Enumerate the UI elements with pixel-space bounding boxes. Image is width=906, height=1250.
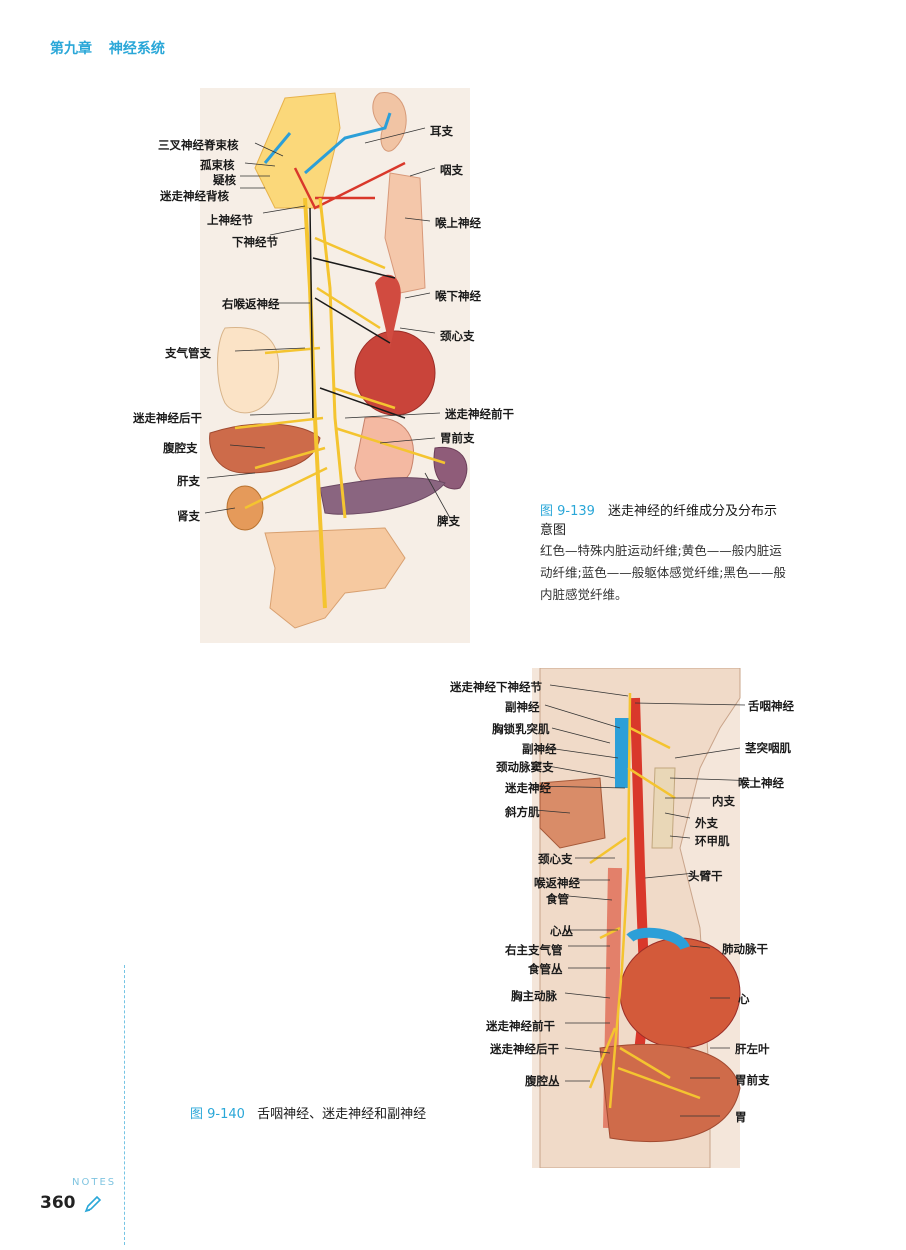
label-trigeminal-spinal-nucleus: 三叉神经脊束核	[158, 138, 239, 152]
label-recurrent-laryngeal: 喉返神经	[534, 876, 580, 890]
label-bronchial-branch: 支气管支	[165, 346, 211, 360]
page-number: 360	[40, 1193, 76, 1213]
label-anterior-gastric-branch: 胃前支	[440, 431, 475, 445]
label-cervical-cardiac-branch: 颈心支	[440, 329, 475, 343]
label-dorsal-vagal-nucleus: 迷走神经背核	[160, 189, 229, 203]
label-sternocleidomastoid: 胸锁乳突肌	[492, 722, 550, 736]
label-carotid-sinus-branch: 颈动脉窦支	[496, 760, 554, 774]
label-esophageal-plexus: 食管丛	[528, 962, 563, 976]
label-esophagus: 食管	[546, 892, 569, 906]
label-cricothyroid: 环甲肌	[695, 834, 730, 848]
figure-139-description: 红色—特殊内脏运动纤维;黄色——般内脏运动纤维;蓝色——般躯体感觉纤维;黑色——…	[540, 543, 786, 602]
label-inferior-ganglion: 下神经节	[232, 235, 278, 249]
label-inferior-vagal-ganglion: 迷走神经下神经节	[450, 680, 542, 694]
label-superior-laryngeal: 喉上神经	[435, 216, 481, 230]
label-trapezius: 斜方肌	[505, 805, 540, 819]
label-vagus-nerve: 迷走神经	[505, 781, 551, 795]
label-superior-laryngeal-2: 喉上神经	[738, 776, 784, 790]
figure-140-caption: 图 9-140 舌咽神经、迷走神经和副神经	[190, 1103, 426, 1122]
label-heart: 心	[738, 992, 750, 1006]
figure-139-illustration	[204, 92, 468, 629]
label-anterior-vagal-trunk-2: 迷走神经前干	[486, 1019, 555, 1033]
label-accessory-nerve-lower: 副神经	[522, 742, 557, 756]
figure-140-title: 舌咽神经、迷走神经和副神经	[257, 1107, 427, 1122]
label-celiac-plexus: 腹腔丛	[525, 1074, 560, 1088]
label-hepatic-branch: 肝支	[177, 474, 200, 488]
label-inferior-laryngeal: 喉下神经	[435, 289, 481, 303]
label-brachiocephalic-trunk: 头臂干	[688, 869, 723, 883]
label-glossopharyngeal: 舌咽神经	[748, 699, 794, 713]
pen-icon	[84, 1195, 102, 1213]
figure-139-caption: 图 9-139 迷走神经的纤维成分及分布示意图 红色—特殊内脏运动纤维;黄色——…	[540, 500, 790, 606]
label-ambiguus-nucleus: 疑核	[213, 173, 236, 187]
label-cervical-cardiac-branch-2: 颈心支	[538, 852, 573, 866]
label-stylopharyngeus: 茎突咽肌	[745, 741, 791, 755]
label-anterior-gastric-branch-2: 胃前支	[735, 1073, 770, 1087]
label-superior-ganglion: 上神经节	[207, 213, 253, 227]
figure-139-number: 图 9-139	[540, 504, 595, 519]
chapter-label: 第九章	[50, 41, 92, 57]
figure-139-title: 迷走神经的纤维成分及分布示意图	[540, 504, 778, 538]
label-right-recurrent-laryngeal: 右喉返神经	[222, 297, 280, 311]
label-anterior-vagal-trunk: 迷走神经前干	[445, 407, 514, 421]
label-internal-branch: 内支	[712, 794, 735, 808]
notes-label: NOTES	[72, 1177, 117, 1188]
notes-divider	[124, 965, 125, 1245]
label-accessory-nerve-upper: 副神经	[505, 700, 540, 714]
label-solitary-nucleus: 孤束核	[200, 158, 235, 172]
label-posterior-vagal-trunk: 迷走神经后干	[133, 411, 202, 425]
label-cardiac-plexus: 心丛	[550, 924, 573, 938]
figure-140-illustration	[534, 668, 761, 1168]
section-label: 神经系统	[108, 41, 165, 57]
label-right-main-bronchus: 右主支气管	[505, 943, 563, 957]
label-posterior-vagal-trunk-2: 迷走神经后干	[490, 1042, 559, 1056]
figure-140-number: 图 9-140	[190, 1107, 245, 1122]
label-celiac-branch: 腹腔支	[163, 441, 198, 455]
label-pharyngeal-branch: 咽支	[440, 163, 463, 177]
label-renal-branch: 肾支	[177, 509, 200, 523]
label-thoracic-aorta: 胸主动脉	[511, 989, 557, 1003]
label-auricular-branch: 耳支	[430, 124, 453, 138]
label-splenic-branch: 脾支	[437, 514, 460, 528]
chapter-header: 第九章 神经系统	[50, 38, 177, 58]
label-external-branch: 外支	[695, 816, 718, 830]
label-stomach: 胃	[735, 1110, 747, 1124]
label-left-liver-lobe: 肝左叶	[735, 1042, 770, 1056]
label-pulmonary-trunk: 肺动脉干	[722, 942, 768, 956]
